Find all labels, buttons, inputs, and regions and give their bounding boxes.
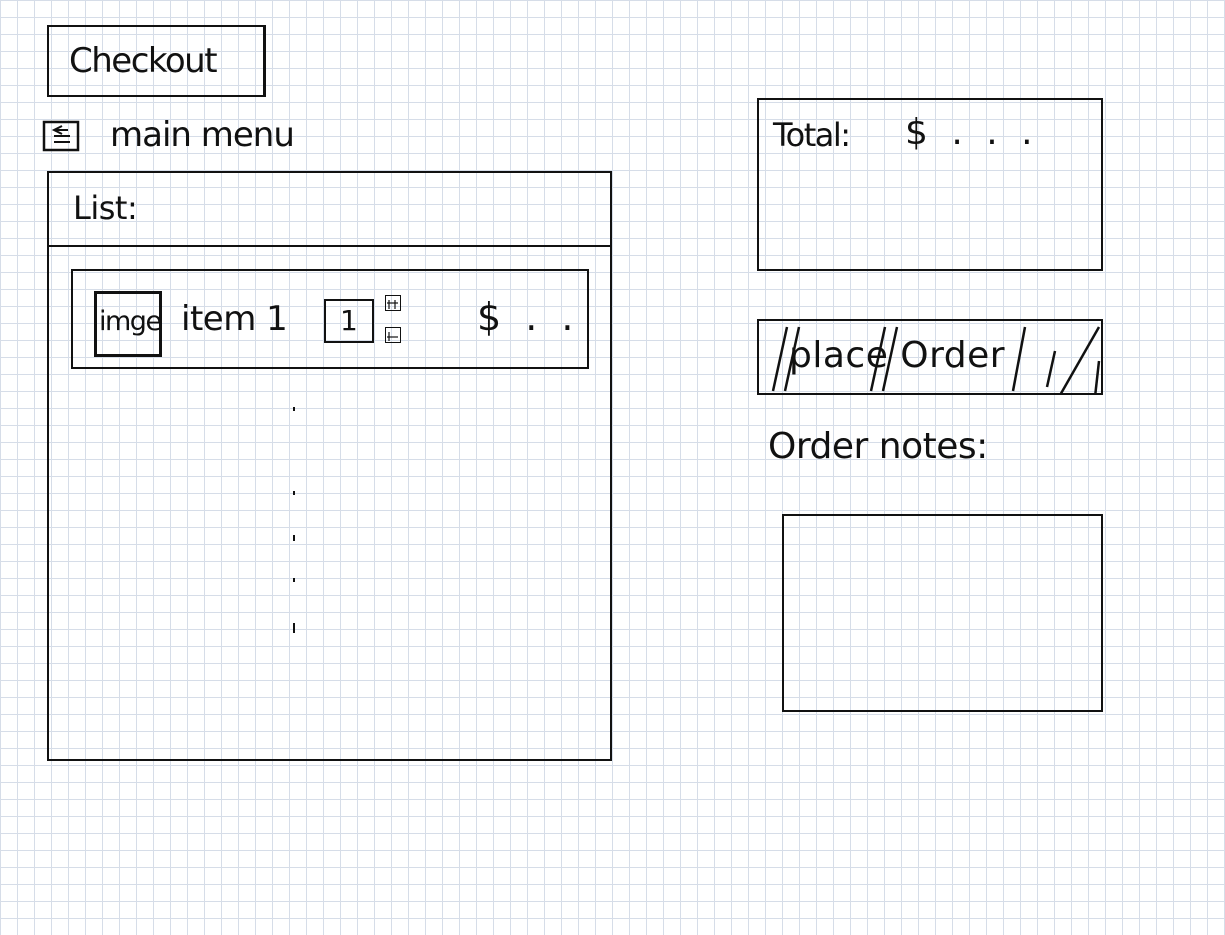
quantity-field[interactable]: 1 <box>324 299 374 343</box>
hatch-pattern <box>771 326 1101 393</box>
page-title-box: Checkout <box>47 25 266 97</box>
quantity-stepper[interactable] <box>383 293 405 347</box>
list-item[interactable]: imge item 1 1 $ . . <box>71 269 589 369</box>
item-name: item 1 <box>181 299 288 339</box>
item-image-placeholder: imge <box>94 291 162 357</box>
main-menu-label: main menu <box>110 115 295 155</box>
quantity-value: 1 <box>340 304 358 337</box>
total-label: Total: <box>773 116 851 154</box>
cart-list-panel: List: imge item 1 1 $ . . <box>47 171 612 761</box>
total-value: $ . . . <box>905 112 1039 153</box>
order-notes-input[interactable] <box>782 514 1103 712</box>
place-order-button[interactable]: place Order <box>757 319 1103 395</box>
page-title: Checkout <box>69 41 218 81</box>
more-items-ellipsis <box>293 407 295 633</box>
place-order-label: place Order <box>789 335 1006 376</box>
increment-icon[interactable] <box>385 295 401 311</box>
main-menu-button[interactable]: main menu <box>42 113 322 158</box>
decrement-icon[interactable] <box>385 327 401 343</box>
item-price: $ . . <box>477 295 580 339</box>
menu-icon <box>42 120 80 152</box>
item-image-label: imge <box>99 306 162 337</box>
list-header: List: <box>49 173 610 247</box>
order-total-panel: Total: $ . . . <box>757 98 1103 271</box>
list-label: List: <box>73 189 138 227</box>
order-notes-label: Order notes: <box>768 426 988 467</box>
